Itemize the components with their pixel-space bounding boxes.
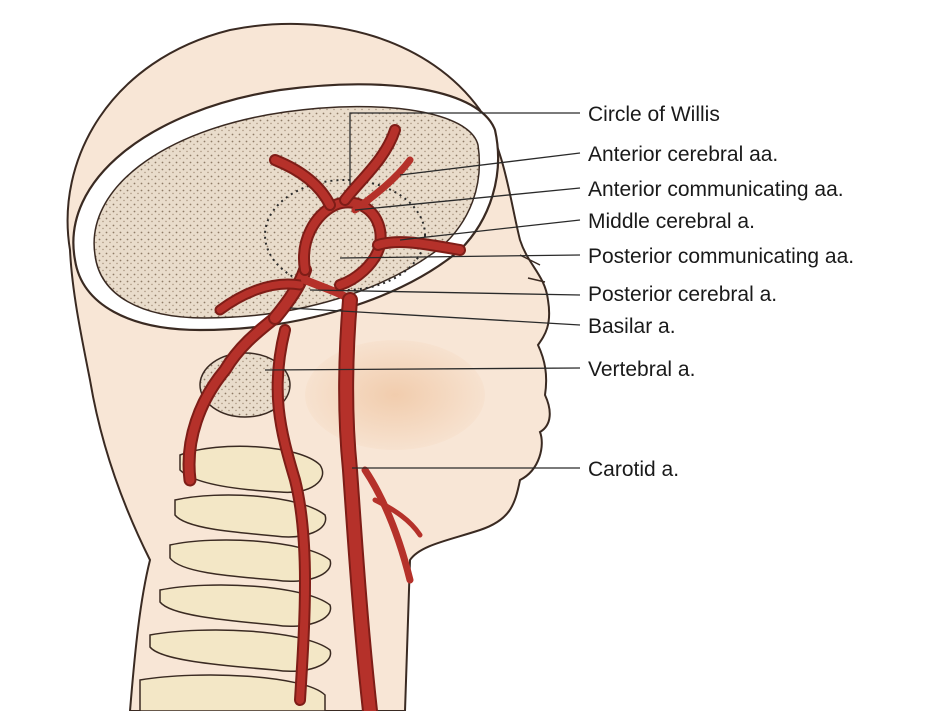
label-carotid: Carotid a.	[588, 458, 679, 481]
label-basilar: Basilar a.	[588, 315, 676, 338]
label-anterior-cerebral: Anterior cerebral aa.	[588, 143, 778, 166]
label-middle-cerebral: Middle cerebral a.	[588, 210, 755, 233]
label-anterior-communicating: Anterior communicating aa.	[588, 178, 844, 201]
label-posterior-cerebral: Posterior cerebral a.	[588, 283, 777, 306]
label-vertebral: Vertebral a.	[588, 358, 695, 381]
label-circle-of-willis: Circle of Willis	[588, 103, 720, 126]
label-posterior-communicating: Posterior communicating aa.	[588, 245, 854, 268]
